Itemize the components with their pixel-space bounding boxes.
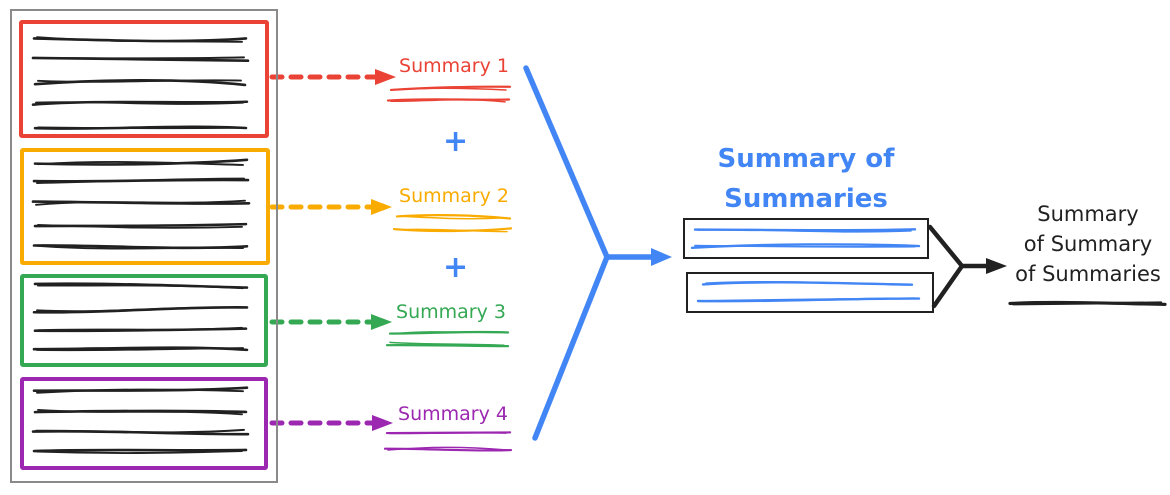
plus-operator-2: + (443, 250, 469, 285)
scribble-stroke (33, 158, 249, 166)
summary-3-label: Summary 3 (396, 301, 506, 323)
scribble-stroke (37, 409, 243, 416)
scribble-stroke (37, 161, 244, 166)
scribble-stroke (393, 87, 507, 91)
final-summary-label: Summary of Summary of Summaries (1008, 199, 1168, 289)
scribble-stroke (390, 98, 506, 103)
scribble-stroke (399, 215, 507, 220)
summary-4-dashed-arrow-icon (269, 415, 393, 431)
title-line-2: Summaries (724, 184, 888, 214)
scribble-stroke (32, 448, 248, 453)
arrowhead-icon (651, 248, 672, 266)
scribble-stroke (36, 36, 243, 43)
scribble-stroke (697, 228, 912, 233)
final-line-3: of Summaries (1015, 262, 1161, 286)
summary-of-summaries-title: Summary of Summaries (695, 139, 917, 219)
source-doc-2 (20, 148, 270, 265)
scribble-stroke (35, 56, 245, 60)
summary-of-summaries-box-2 (686, 272, 934, 313)
scribble-stroke (36, 347, 244, 352)
source-documents-frame (10, 9, 278, 483)
source-doc-4 (20, 377, 268, 470)
source-doc-1 (19, 20, 269, 138)
scribble-stroke (36, 177, 245, 184)
scribble-stroke (37, 79, 242, 83)
scribble-stroke (700, 297, 916, 302)
arrowhead-icon (986, 258, 1007, 274)
black-merge-arrow-icon (927, 224, 1007, 309)
scribble-stroke (35, 101, 244, 105)
summary-2-dashed-arrow-icon (269, 199, 392, 215)
scribble-stroke (705, 281, 909, 286)
scribble-stroke (36, 244, 244, 250)
scribble-stroke (36, 306, 244, 313)
arrowhead-icon (371, 314, 392, 330)
scribble-stroke (387, 446, 508, 451)
scribble-stroke (37, 224, 243, 229)
summary-1-label: Summary 1 (399, 55, 509, 77)
summary-3-dashed-arrow-icon (269, 314, 392, 330)
summary-4-label: Summary 4 (398, 403, 508, 425)
scribble-stroke (37, 284, 244, 290)
blue-merge-arrow-icon (523, 65, 672, 441)
plus-operator-1: + (443, 124, 469, 159)
merge-lines (927, 224, 991, 309)
scribble-stroke (396, 228, 508, 233)
final-line-2: of Summary (1023, 232, 1153, 256)
title-line-1: Summary of (717, 144, 895, 174)
scribble-stroke (389, 341, 505, 347)
scribble-stroke (35, 199, 246, 206)
arrowhead-icon (375, 69, 396, 85)
arrowhead-icon (372, 415, 393, 431)
scribble-stroke (694, 244, 916, 248)
summary-1-dashed-arrow-icon (269, 69, 396, 85)
scribble-stroke (392, 331, 505, 335)
summary-of-summaries-box-1 (683, 218, 929, 259)
scribble-stroke (37, 126, 243, 130)
source-doc-3 (20, 274, 268, 367)
final-line-1: Summary (1037, 202, 1139, 226)
scribble-stroke (385, 343, 510, 348)
scribble-stroke (36, 450, 243, 454)
scribble-stroke (1011, 301, 1163, 306)
scribble-stroke (37, 326, 243, 332)
scribble-stroke (389, 431, 507, 435)
scribble-stroke (35, 428, 245, 434)
scribble-stroke (36, 388, 244, 394)
arrowhead-icon (371, 199, 392, 215)
summary-2-label: Summary 2 (399, 185, 509, 207)
merge-lines (523, 65, 656, 441)
